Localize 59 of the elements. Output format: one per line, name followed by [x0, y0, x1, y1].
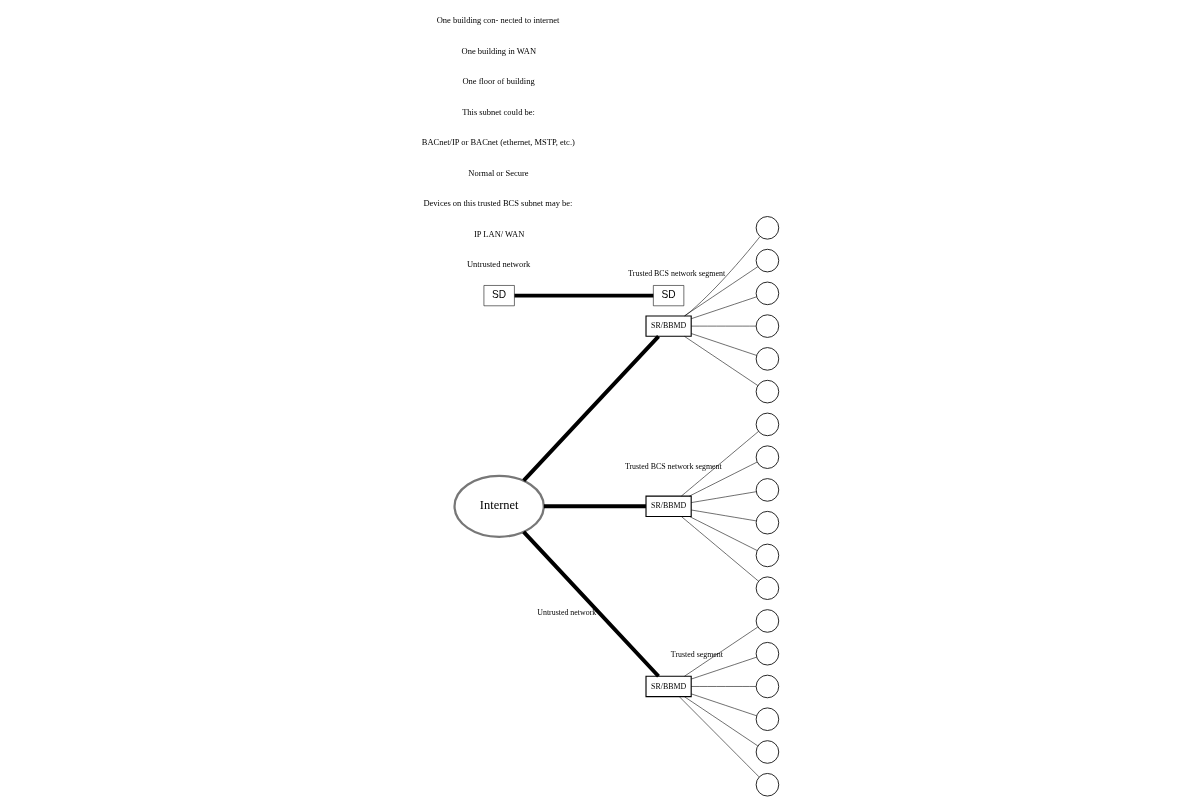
node-circle [755, 510, 779, 535]
edge-label: Untrusted network [536, 608, 596, 618]
connector [514, 293, 653, 298]
node-box: SR/BBMD [644, 675, 692, 698]
connector [690, 686, 756, 687]
label: IP LAN/ WAN [473, 228, 524, 239]
edge-label: Trusted BCS network segment [627, 268, 725, 278]
node-circle [755, 216, 779, 240]
node-circle [755, 281, 779, 306]
node-box: SR/BBMD [644, 315, 692, 337]
connector [690, 296, 757, 319]
connector [543, 504, 646, 509]
node-circle [755, 412, 779, 437]
connector [680, 516, 759, 582]
label: One building in WAN [461, 45, 536, 56]
node-ellipse: Internet [452, 474, 545, 538]
connector [688, 516, 757, 551]
connector [683, 266, 758, 317]
connector [521, 530, 660, 678]
node-circle [755, 347, 779, 371]
connector [690, 491, 756, 503]
edge-label: Trusted BCS network segment [624, 462, 722, 472]
connector [690, 325, 756, 327]
node-circle [755, 707, 779, 731]
connector [678, 696, 759, 778]
connector [690, 333, 757, 356]
connector [683, 336, 758, 386]
node-box: SD [483, 285, 515, 307]
node-box: SD [652, 285, 684, 307]
node-circle [755, 248, 779, 273]
node-circle [755, 674, 779, 699]
node-circle [755, 379, 779, 404]
connector [680, 431, 759, 497]
connector [690, 509, 756, 522]
node-circle [755, 773, 779, 797]
label: One floor of building [461, 76, 535, 87]
node-circle [755, 609, 779, 633]
label: Devices on this trusted BCS subnet may be: [422, 198, 572, 209]
connector [683, 696, 758, 747]
edge-label: Trusted segment [670, 649, 723, 659]
connector [684, 236, 760, 317]
node-circle [755, 543, 779, 568]
label: Normal or Secure [467, 167, 529, 178]
connector [683, 626, 758, 677]
label: Untrusted network [466, 259, 530, 270]
node-box: SR/BBMD [644, 495, 692, 518]
connector [690, 693, 757, 716]
label: This subnet could be: [461, 106, 535, 117]
connector [688, 461, 757, 497]
node-circle [755, 445, 779, 469]
connector [521, 334, 660, 482]
label: One building con- nected to internet [436, 15, 559, 26]
label: BACnet/IP or BACnet (ethernet, MSTP, etc.) [421, 137, 575, 148]
node-circle [755, 478, 779, 502]
node-circle [755, 740, 779, 764]
node-circle [755, 642, 779, 666]
connector [690, 656, 757, 680]
node-circle [755, 576, 779, 600]
node-circle [755, 314, 779, 338]
